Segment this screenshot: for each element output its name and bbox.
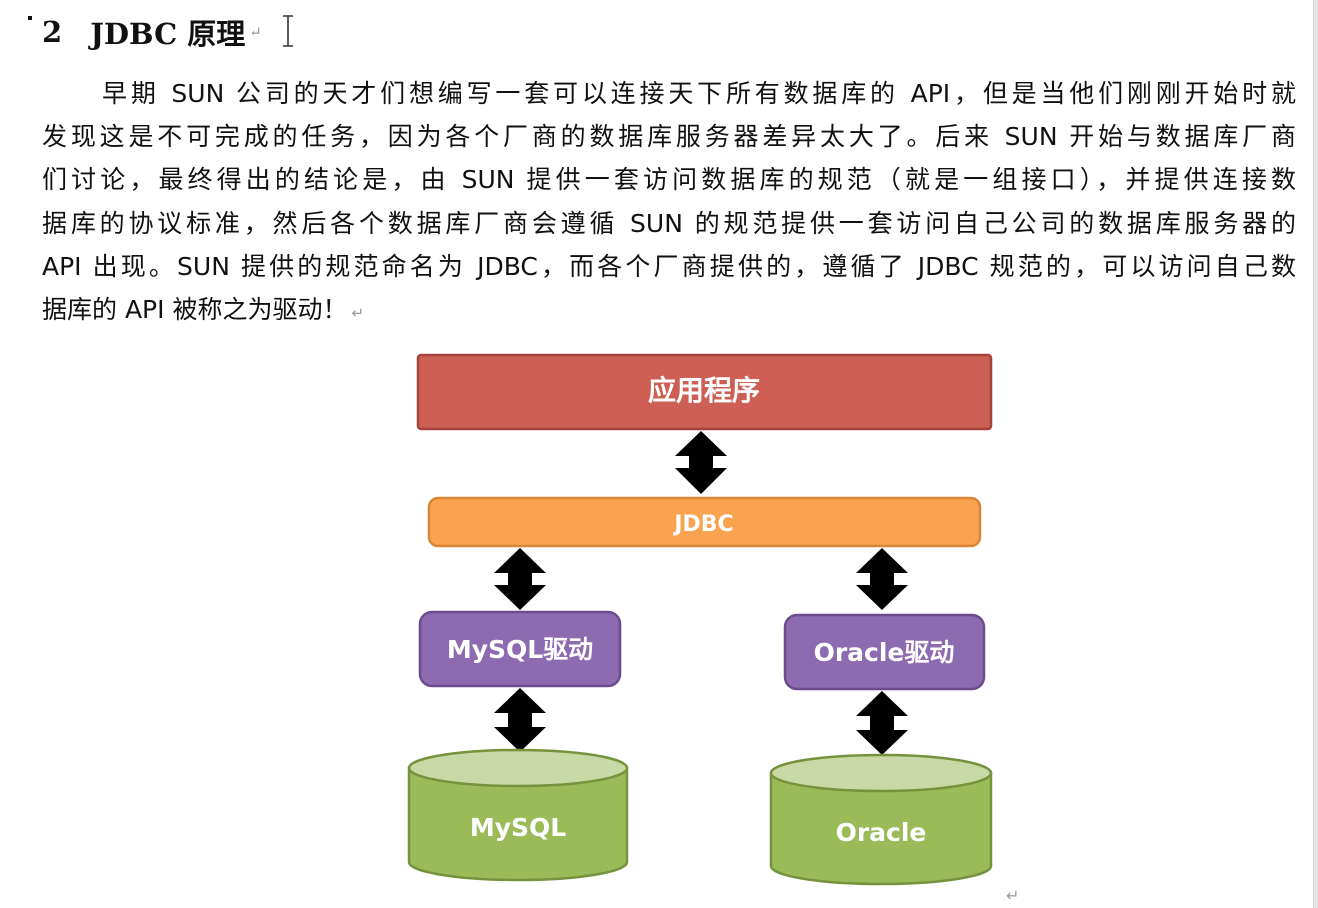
mysql-driver-label: MySQL驱动 [447,635,593,664]
application-box: 应用程序 [416,353,993,431]
oracle-driver-box: Oracle驱动 [783,613,986,691]
oracle-database-cylinder: Oracle [769,753,993,886]
jdbc-box: JDBC [427,496,982,548]
double-arrow-icon [675,431,727,494]
paragraph-line: 据库的协议标准，然后各个数据库厂商会遵循 SUN 的规范提供一套访问自己公司的数… [42,208,1296,238]
body-paragraph[interactable]: 早期 SUN 公司的天才们想编写一套可以连接天下所有数据库的 API，但是当他们… [42,72,1296,331]
heading-title: JDBC 原理 [90,17,246,51]
mysql-database-label: MySQL [470,813,566,842]
double-arrow-icon [856,691,908,755]
double-arrow-icon [856,548,908,610]
paragraph-line: 据库的 API 被称之为驱动！↵ [42,294,365,324]
section-heading: 2 JDBC 原理 ↵ [26,10,262,54]
double-arrow-icon [494,688,546,752]
oracle-driver-label: Oracle驱动 [814,638,955,667]
page-edge [1313,0,1318,908]
mysql-database-cylinder: MySQL [407,748,629,882]
application-label: 应用程序 [648,374,760,407]
paragraph-line: 发现这是不可完成的任务，因为各个厂商的数据库服务器差异太大了。后来 SUN 开始… [42,122,1296,152]
text-cursor-icon [283,15,293,47]
mysql-driver-box: MySQL驱动 [418,610,622,688]
oracle-database-label: Oracle [836,818,927,847]
jdbc-label: JDBC [672,512,733,537]
paragraph-line: 早期 SUN 公司的天才们想编写一套可以连接天下所有数据库的 API，但是当他们… [102,79,1296,108]
paragraph-mark-icon: ↵ [249,23,262,41]
heading-number: 2 [42,15,63,49]
list-bullet [28,16,32,20]
double-arrow-icon [494,548,546,610]
paragraph-mark-icon: ↵ [351,303,365,322]
paragraph-mark-icon: ↵ [1006,886,1020,905]
paragraph-line: 们讨论，最终得出的结论是，由 SUN 提供一套访问数据库的规范（就是一组接口），… [42,165,1296,195]
paragraph-line: API 出现。SUN 提供的规范命名为 JDBC，而各个厂商提供的，遵循了 JD… [42,251,1296,281]
